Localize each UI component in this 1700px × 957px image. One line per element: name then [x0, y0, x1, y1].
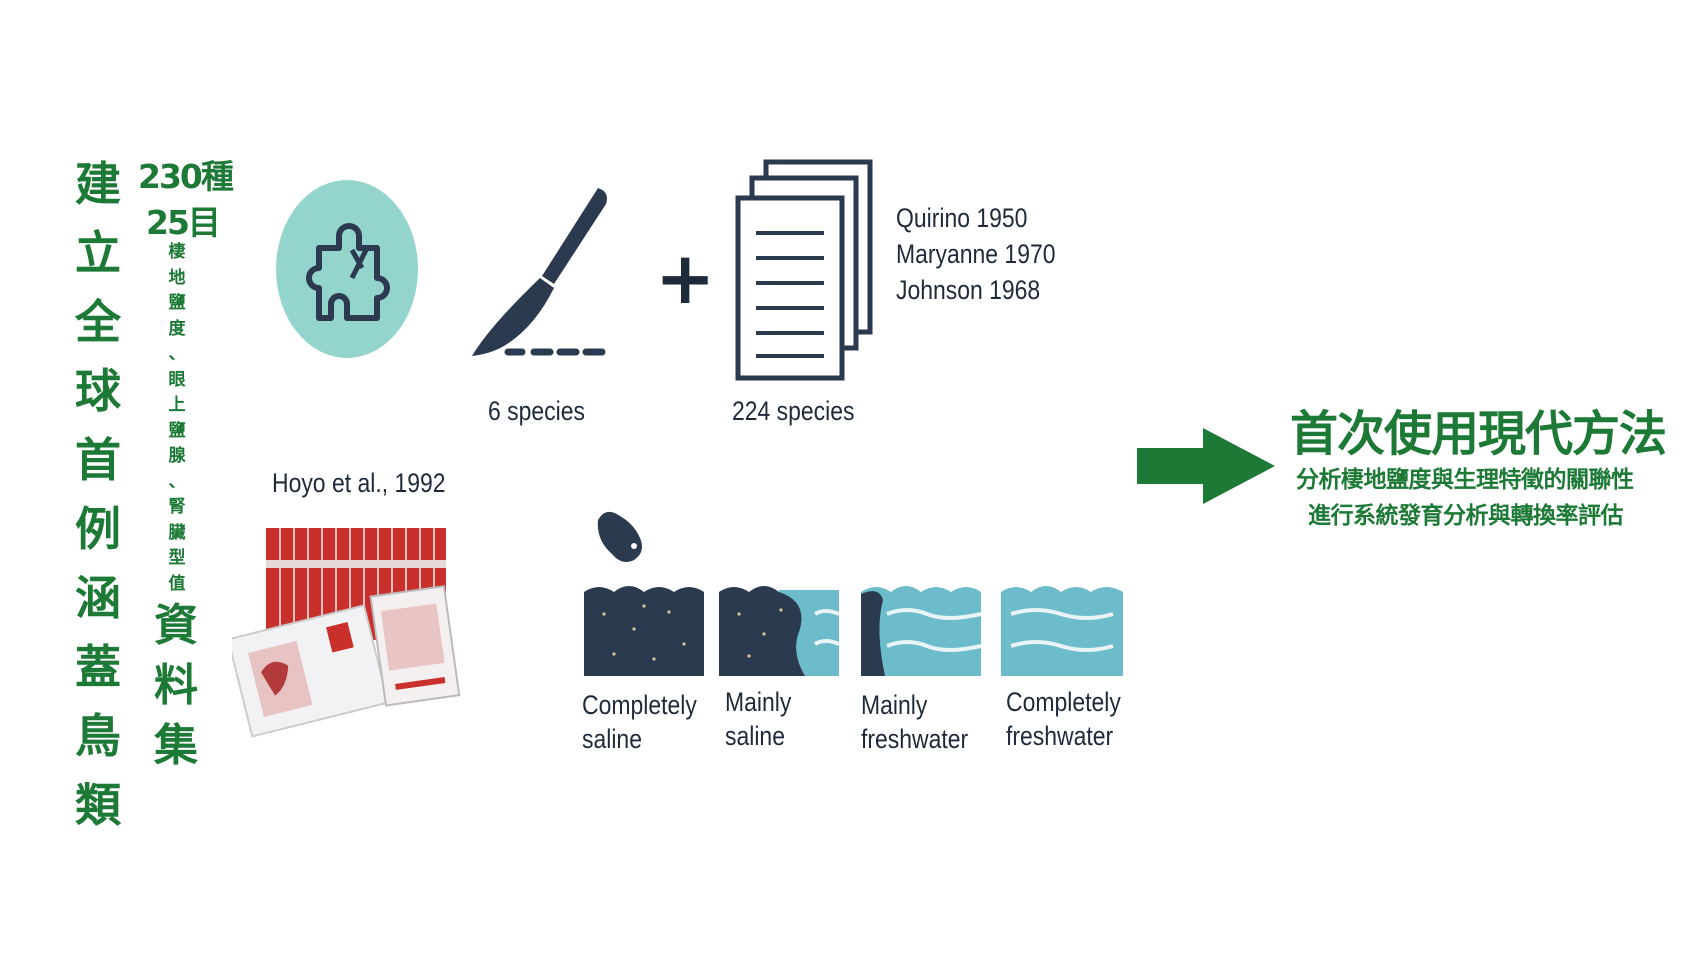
handbook-books-icon: [232, 528, 461, 738]
trait-char: 臟: [168, 522, 186, 543]
scalpel-icon: [472, 188, 607, 356]
dataset-char: 集: [154, 720, 198, 771]
title-char: 例: [75, 502, 121, 556]
habitat-tile-mainly-saline: [719, 586, 839, 676]
habitat-label-line: freshwater: [1006, 721, 1114, 751]
trait-char: 眼: [168, 369, 186, 390]
trait-char: 值: [168, 573, 186, 594]
trait-char: 、: [168, 344, 186, 364]
habitat-label-line: saline: [725, 721, 785, 751]
order-count: 25目: [146, 203, 221, 242]
species-count: 230種: [138, 157, 234, 196]
dissection-count-label: 6 species: [488, 396, 585, 426]
title-char: 首: [75, 433, 121, 487]
right-arrow-icon: [1137, 428, 1275, 504]
dataset-vertical: 資 料 集: [152, 596, 200, 776]
reference-item: Johnson 1968: [896, 275, 1041, 305]
result-line-2: 進行系統發育分析與轉換率評估: [1308, 503, 1624, 529]
trait-char: 鹽: [168, 293, 186, 313]
main-title-vertical: 建 立 全 球 首 例 涵 蓋 鳥 類: [74, 150, 122, 840]
handbook-label: Hoyo et al., 1992: [272, 468, 446, 498]
dataset-char: 料: [154, 660, 198, 711]
trait-char: 腎: [168, 497, 186, 517]
specimen-icon: [276, 180, 418, 358]
reference-item: Maryanne 1970: [896, 239, 1056, 269]
trait-char: 鹽: [168, 420, 186, 441]
result-heading: 首次使用現代方法: [1290, 406, 1667, 462]
trait-char: 棲: [168, 242, 186, 262]
title-char: 蓋: [75, 640, 121, 694]
habitat-tile-completely-freshwater: [1001, 586, 1123, 676]
habitat-label-mainly-saline: Mainly saline: [725, 685, 803, 753]
habitat-label-mainly-freshwater: Mainly freshwater: [861, 688, 987, 756]
trait-char: 型: [168, 548, 186, 568]
title-char: 球: [75, 364, 121, 418]
habitat-label-completely-saline: Completely saline: [582, 688, 717, 756]
habitat-label-completely-freshwater: Completely freshwater: [1006, 685, 1141, 753]
habitat-label-line: saline: [582, 724, 642, 754]
trait-char: 地: [168, 267, 186, 288]
trait-char: 、: [168, 471, 186, 492]
result-line-1: 分析棲地鹽度與生理特徵的關聯性: [1296, 467, 1634, 493]
title-char: 類: [75, 778, 121, 832]
trait-char: 上: [168, 395, 186, 415]
reference-item: Quirino 1950: [896, 203, 1028, 233]
habitat-label-line: Completely: [582, 690, 697, 720]
salt-drop-icon: [597, 511, 642, 562]
title-char: 全: [75, 295, 121, 349]
trait-char: 腺: [168, 446, 186, 466]
documents-icon: [735, 159, 873, 381]
title-char: 鳥: [75, 709, 121, 763]
habitat-label-line: freshwater: [861, 724, 969, 754]
habitat-label-line: Mainly: [725, 687, 792, 717]
habitat-tile-mainly-freshwater: [861, 586, 981, 676]
traits-vertical: 棲 地 鹽 度 、 眼 上 鹽 腺 、 腎 臟 型 值: [166, 240, 188, 597]
plus-sign: +: [655, 236, 716, 320]
literature-count-label: 224 species: [732, 396, 855, 426]
habitat-label-line: Completely: [1006, 687, 1121, 717]
reference-list: Quirino 1950 Maryanne 1970 Johnson 1968: [896, 200, 1084, 308]
title-char: 涵: [75, 571, 121, 625]
title-char: 立: [75, 226, 121, 280]
habitat-tile-completely-saline: [584, 586, 704, 676]
title-char: 建: [75, 157, 121, 211]
dataset-char: 資: [154, 600, 198, 651]
habitat-label-line: Mainly: [861, 690, 928, 720]
trait-char: 度: [168, 318, 186, 339]
